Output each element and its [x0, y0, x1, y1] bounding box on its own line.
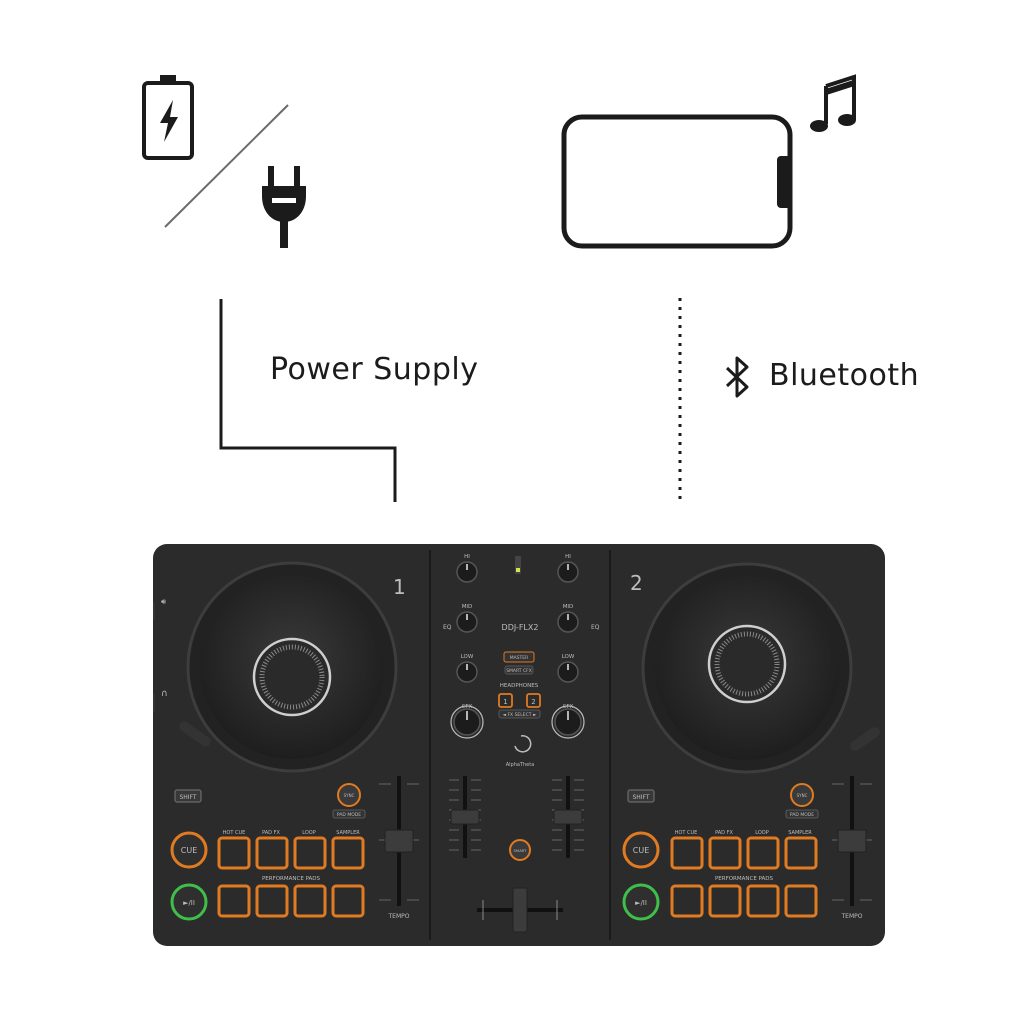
- mixer-knob[interactable]: [456, 561, 478, 583]
- svg-text:1: 1: [503, 698, 507, 706]
- search-button-right[interactable]: [848, 725, 882, 753]
- knob-label: HI: [464, 554, 470, 560]
- mixer-knob[interactable]: [557, 561, 579, 583]
- svg-text:CUE: CUE: [633, 846, 650, 855]
- svg-text:2: 2: [531, 698, 535, 706]
- svg-text:TEMPO: TEMPO: [841, 913, 863, 920]
- svg-text:◄ FX SELECT ►: ◄ FX SELECT ►: [503, 712, 537, 718]
- knob-label: MID: [563, 604, 574, 610]
- knob-label: LOW: [461, 654, 474, 660]
- svg-text:PAD MODE: PAD MODE: [337, 812, 361, 818]
- svg-text:PAD MODE: PAD MODE: [790, 812, 814, 818]
- mixer-knob[interactable]: [554, 708, 582, 736]
- power-plug-icon: [262, 166, 306, 248]
- mixer-knob[interactable]: [453, 708, 481, 736]
- svg-text:AlphaTheta: AlphaTheta: [506, 762, 535, 768]
- svg-text:HEADPHONES: HEADPHONES: [500, 683, 539, 689]
- knob-label: CFX: [563, 704, 574, 710]
- mixer-knob[interactable]: [456, 661, 478, 683]
- tempo-slider-left[interactable]: [384, 829, 414, 853]
- svg-text:TEMPO: TEMPO: [388, 913, 410, 920]
- deck-left: 1 SHIFT SYNC PAD MODE HOT CUE PAD FX LOO…: [170, 561, 419, 921]
- channel-fader-right[interactable]: [553, 809, 583, 825]
- play-button-left[interactable]: [170, 883, 208, 921]
- headphone-icon: ∩: [161, 689, 168, 699]
- knob-label: MID: [462, 604, 473, 610]
- alphatheta-logo-icon: [514, 735, 532, 753]
- svg-text:LOOP: LOOP: [755, 830, 769, 836]
- play-button-right[interactable]: [622, 883, 660, 921]
- slash-divider: [164, 104, 289, 228]
- svg-text:SMART CFX: SMART CFX: [506, 668, 532, 674]
- deck-right: 2 SHIFT SYNC PAD MODE HOT CUE PAD FX LOO…: [622, 562, 882, 921]
- smart-fader-button[interactable]: [509, 839, 531, 861]
- dj-controller: 🔊︎ ∩ 1 SHIFT SYNC PAD MODE HOT CUE PAD F…: [153, 544, 885, 946]
- svg-text:LOOP: LOOP: [302, 830, 316, 836]
- svg-text:EQ: EQ: [443, 624, 452, 631]
- bluetooth-label: Bluetooth: [769, 358, 920, 393]
- crossfader[interactable]: [512, 887, 528, 933]
- svg-text:►/II: ►/II: [183, 899, 195, 907]
- mixer-knob[interactable]: [557, 611, 579, 633]
- shift-button-left[interactable]: [174, 789, 202, 803]
- battery-charging-icon: [142, 75, 194, 160]
- deck-number-2: 2: [630, 571, 643, 595]
- deck-number-1: 1: [393, 575, 406, 599]
- search-button-left[interactable]: [177, 720, 212, 749]
- cue-button-left[interactable]: [170, 831, 208, 869]
- svg-text:PERFORMANCE PADS: PERFORMANCE PADS: [262, 876, 321, 882]
- hp-cue-2-button[interactable]: [526, 693, 541, 708]
- cue-button-right[interactable]: [622, 831, 660, 869]
- music-note-icon: [810, 74, 856, 132]
- bluetooth-icon: [725, 356, 749, 398]
- svg-text:►/II: ►/II: [635, 899, 647, 907]
- beat-sync-button-left[interactable]: [337, 783, 361, 807]
- performance-pads-right[interactable]: [670, 836, 818, 918]
- shift-button-right[interactable]: [627, 789, 655, 803]
- knob-label: HI: [565, 554, 571, 560]
- diagram-lines: [142, 74, 856, 502]
- knob-label: LOW: [562, 654, 575, 660]
- mixer-section: DDJ-FLX2 HI HI MID MID LOW LOW CFX CFX EQ EQ MA…: [443, 554, 600, 933]
- power-supply-label: Power Supply: [270, 352, 479, 387]
- svg-text:SAMPLER: SAMPLER: [788, 830, 812, 836]
- svg-text:CUE: CUE: [181, 846, 198, 855]
- svg-text:SHIFT: SHIFT: [179, 794, 196, 801]
- svg-text:PAD FX: PAD FX: [715, 830, 733, 836]
- svg-text:SMART: SMART: [514, 848, 528, 853]
- svg-text:SHIFT: SHIFT: [632, 794, 649, 801]
- svg-text:EQ: EQ: [591, 624, 600, 631]
- tempo-slider-right[interactable]: [837, 829, 867, 853]
- mixer-knob[interactable]: [557, 661, 579, 683]
- svg-text:SAMPLER: SAMPLER: [336, 830, 360, 836]
- svg-text:SYNC: SYNC: [344, 793, 355, 798]
- channel-fader-left[interactable]: [450, 809, 480, 825]
- svg-text:MASTER: MASTER: [510, 655, 529, 661]
- svg-text:PERFORMANCE PADS: PERFORMANCE PADS: [715, 876, 774, 882]
- svg-text:HOT CUE: HOT CUE: [675, 830, 698, 836]
- smartphone-icon: [561, 114, 793, 249]
- svg-text:HOT CUE: HOT CUE: [223, 830, 246, 836]
- svg-text:SYNC: SYNC: [797, 793, 808, 798]
- hp-cue-1-button[interactable]: [498, 693, 513, 708]
- power-cable-line: [219, 299, 397, 502]
- performance-pads-left[interactable]: [217, 836, 365, 918]
- knob-label: CFX: [462, 704, 473, 710]
- mixer-knob[interactable]: [456, 611, 478, 633]
- model-label: DDJ-FLX2: [502, 623, 539, 632]
- beat-sync-button-right[interactable]: [790, 783, 814, 807]
- master-cue-button[interactable]: [503, 651, 535, 663]
- svg-text:PAD FX: PAD FX: [262, 830, 280, 836]
- volume-icon: 🔊︎: [161, 597, 166, 606]
